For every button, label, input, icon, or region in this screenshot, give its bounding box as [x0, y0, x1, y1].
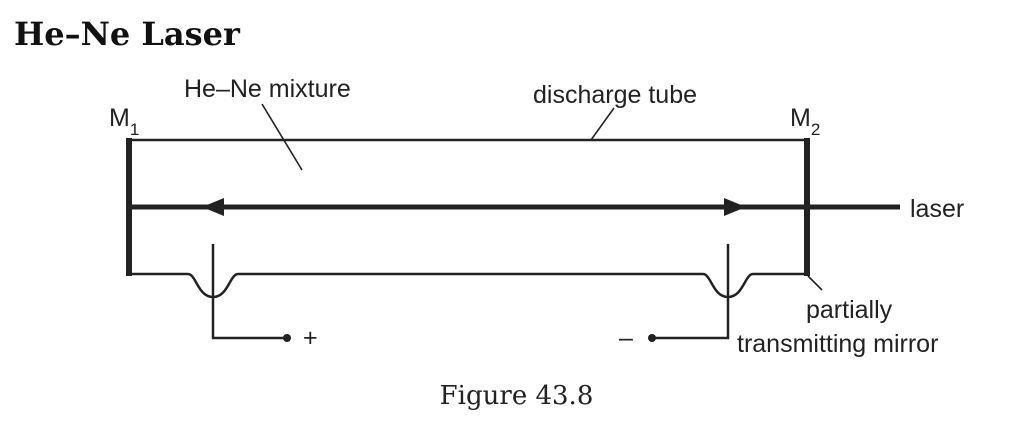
cathode-terminal: [648, 334, 656, 342]
label-m1-sub: 1: [130, 120, 139, 139]
tube-leader: [590, 107, 615, 141]
electrode-cathode: [652, 244, 730, 340]
label-laser: laser: [910, 195, 964, 223]
partial-mirror-leader: [807, 275, 823, 291]
label-m2-sub: 2: [811, 120, 820, 139]
label-minus: –: [619, 324, 633, 352]
label-discharge-tube: discharge tube: [533, 81, 697, 109]
arrowhead-left: [202, 198, 224, 216]
tube-bottom-wall: [127, 272, 808, 299]
label-m2: M2: [790, 104, 820, 139]
diagram-title: He–Ne Laser: [14, 15, 240, 53]
arrowhead-right: [724, 198, 746, 216]
label-plus: +: [303, 324, 318, 352]
label-mixture: He–Ne mixture: [184, 75, 351, 103]
label-m1: M1: [109, 104, 139, 139]
anode-terminal: [283, 334, 291, 342]
label-transmitting-mirror: transmitting mirror: [737, 330, 938, 358]
label-partially: partially: [806, 296, 893, 324]
figure-caption: Figure 43.8: [439, 381, 594, 411]
mixture-leader: [261, 103, 303, 171]
label-m2-main: M: [790, 104, 811, 132]
label-m1-main: M: [109, 104, 130, 132]
electrode-anode: [211, 244, 287, 340]
